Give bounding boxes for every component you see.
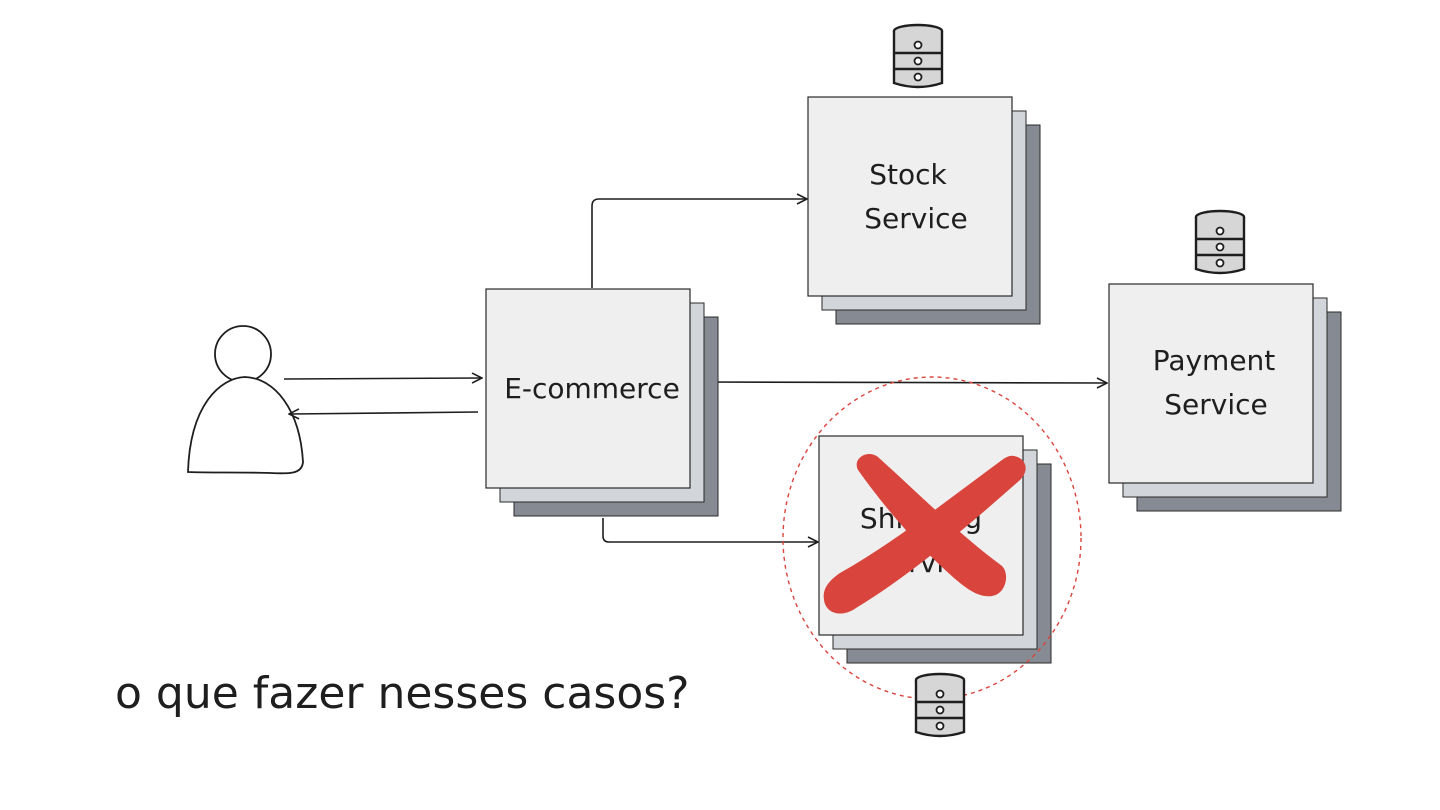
payment-database-icon (1194, 209, 1246, 275)
connector-ecommerce-to-user (290, 412, 479, 414)
stock-service-label-line1: Stock (869, 158, 947, 191)
payment-service-box: Payment Service (1108, 283, 1342, 512)
connector-ecommerce-to-payment (705, 382, 1106, 383)
connector-ecommerce-to-stock (591, 199, 806, 288)
stock-service-label-line2: Service (864, 202, 967, 235)
user-icon (187, 325, 304, 475)
ecommerce-box: E-commerce (485, 288, 719, 517)
ecommerce-label: E-commerce (504, 372, 680, 405)
connector-user-to-ecommerce (283, 378, 481, 379)
connector-ecommerce-to-shipping (602, 518, 817, 542)
payment-service-label-line2: Service (1164, 388, 1267, 421)
stock-database-icon (892, 23, 944, 89)
payment-service-label-line1: Payment (1153, 344, 1276, 377)
stock-service-box: Stock Service (807, 96, 1041, 325)
shipping-database-icon (914, 672, 966, 738)
question-text: o que fazer nesses casos? (115, 668, 690, 719)
failure-cross-icon (823, 453, 1026, 614)
